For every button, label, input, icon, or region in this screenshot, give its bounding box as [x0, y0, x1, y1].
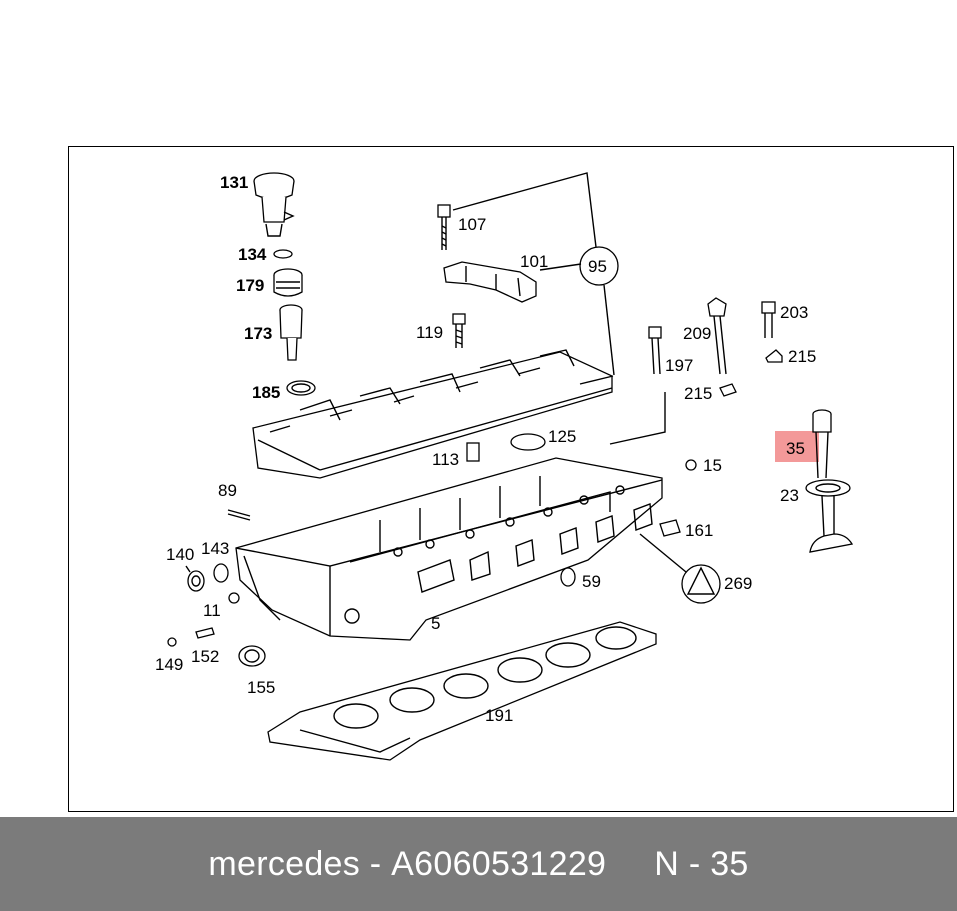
- label-107: 107: [458, 215, 486, 234]
- label-203: 203: [780, 303, 808, 322]
- label-11: 11: [203, 601, 221, 620]
- label-152: 152: [191, 647, 219, 666]
- highlight-part-35: [775, 431, 819, 462]
- part-89-stud: [227, 509, 251, 521]
- footer-brand: mercedes: [208, 844, 361, 883]
- label-15: 15: [703, 456, 722, 475]
- footer-bar: mercedes - A6060531229 N - 35: [0, 817, 957, 911]
- footer-separator: -: [369, 844, 382, 883]
- label-23: 23: [780, 486, 799, 505]
- label-161: 161: [685, 521, 713, 540]
- footer-part-number: A6060531229: [391, 844, 607, 883]
- part-35-valve-guide: [812, 409, 832, 479]
- label-155: 155: [247, 678, 275, 697]
- part-161-plug: [659, 519, 681, 537]
- part-95-callout-circle: [452, 172, 619, 376]
- camshaft-housing: [252, 349, 613, 479]
- part-131-fitting: [253, 172, 295, 237]
- label-125: 125: [548, 427, 576, 446]
- part-215-wedge-lower: [719, 383, 737, 397]
- label-5: 5: [431, 614, 440, 633]
- label-179: 179: [236, 276, 264, 295]
- label-131: 131: [220, 173, 248, 192]
- part-23-spring-seat: [805, 479, 851, 497]
- label-59: 59: [582, 572, 601, 591]
- part-107-bolt: [437, 204, 451, 250]
- part-119-bolt: [452, 313, 466, 348]
- label-209: 209: [683, 324, 711, 343]
- part-209-bolt: [707, 297, 727, 375]
- label-140: 140: [166, 545, 194, 564]
- part-179-sleeve: [273, 268, 303, 297]
- part-113-sleeve: [466, 442, 480, 462]
- part-191-head-gasket: [267, 621, 657, 761]
- leader-lines: [185, 375, 614, 573]
- cylinder-head: [235, 457, 663, 641]
- label-269: 269: [724, 574, 752, 593]
- part-173-plunger: [279, 304, 303, 361]
- part-203-bolt: [761, 301, 776, 338]
- label-149: 149: [155, 655, 183, 674]
- part-197-bolt: [609, 326, 666, 445]
- part-155-bushing: [238, 645, 266, 667]
- part-134-ring: [273, 249, 293, 259]
- part-15-ring: [685, 459, 697, 471]
- label-191: 191: [485, 706, 513, 725]
- part-269-flange: [639, 533, 721, 604]
- label-185: 185: [252, 383, 280, 402]
- label-143: 143: [201, 539, 229, 558]
- part-185-oring: [286, 380, 316, 396]
- footer-caption: mercedes - A6060531229 N - 35: [0, 817, 957, 911]
- part-152-pin: [195, 627, 215, 639]
- label-35: 35: [786, 439, 805, 458]
- label-173: 173: [244, 324, 272, 343]
- part-11-ring: [228, 592, 240, 604]
- parts-diagram: 131 134 179 173 185 107 101 95 119 125 1…: [155, 172, 854, 761]
- label-215-upper: 215: [788, 347, 816, 366]
- valve-stem: [809, 495, 854, 553]
- part-101-bearing-cap: [443, 261, 537, 303]
- label-113: 113: [432, 450, 459, 469]
- part-125-gasket: [510, 433, 546, 451]
- part-59-plug: [560, 567, 576, 587]
- label-215-lower: 215: [684, 384, 712, 403]
- label-197: 197: [665, 356, 693, 375]
- label-89: 89: [218, 481, 237, 500]
- footer-position: N - 35: [654, 844, 749, 883]
- label-101: 101: [520, 252, 548, 271]
- part-140-plug: [187, 570, 205, 592]
- part-143-seal: [213, 563, 229, 583]
- part-215-wedge-upper: [765, 349, 783, 363]
- label-95: 95: [588, 257, 607, 276]
- part-149-ball: [167, 637, 177, 647]
- label-134: 134: [238, 245, 267, 264]
- label-119: 119: [416, 323, 443, 342]
